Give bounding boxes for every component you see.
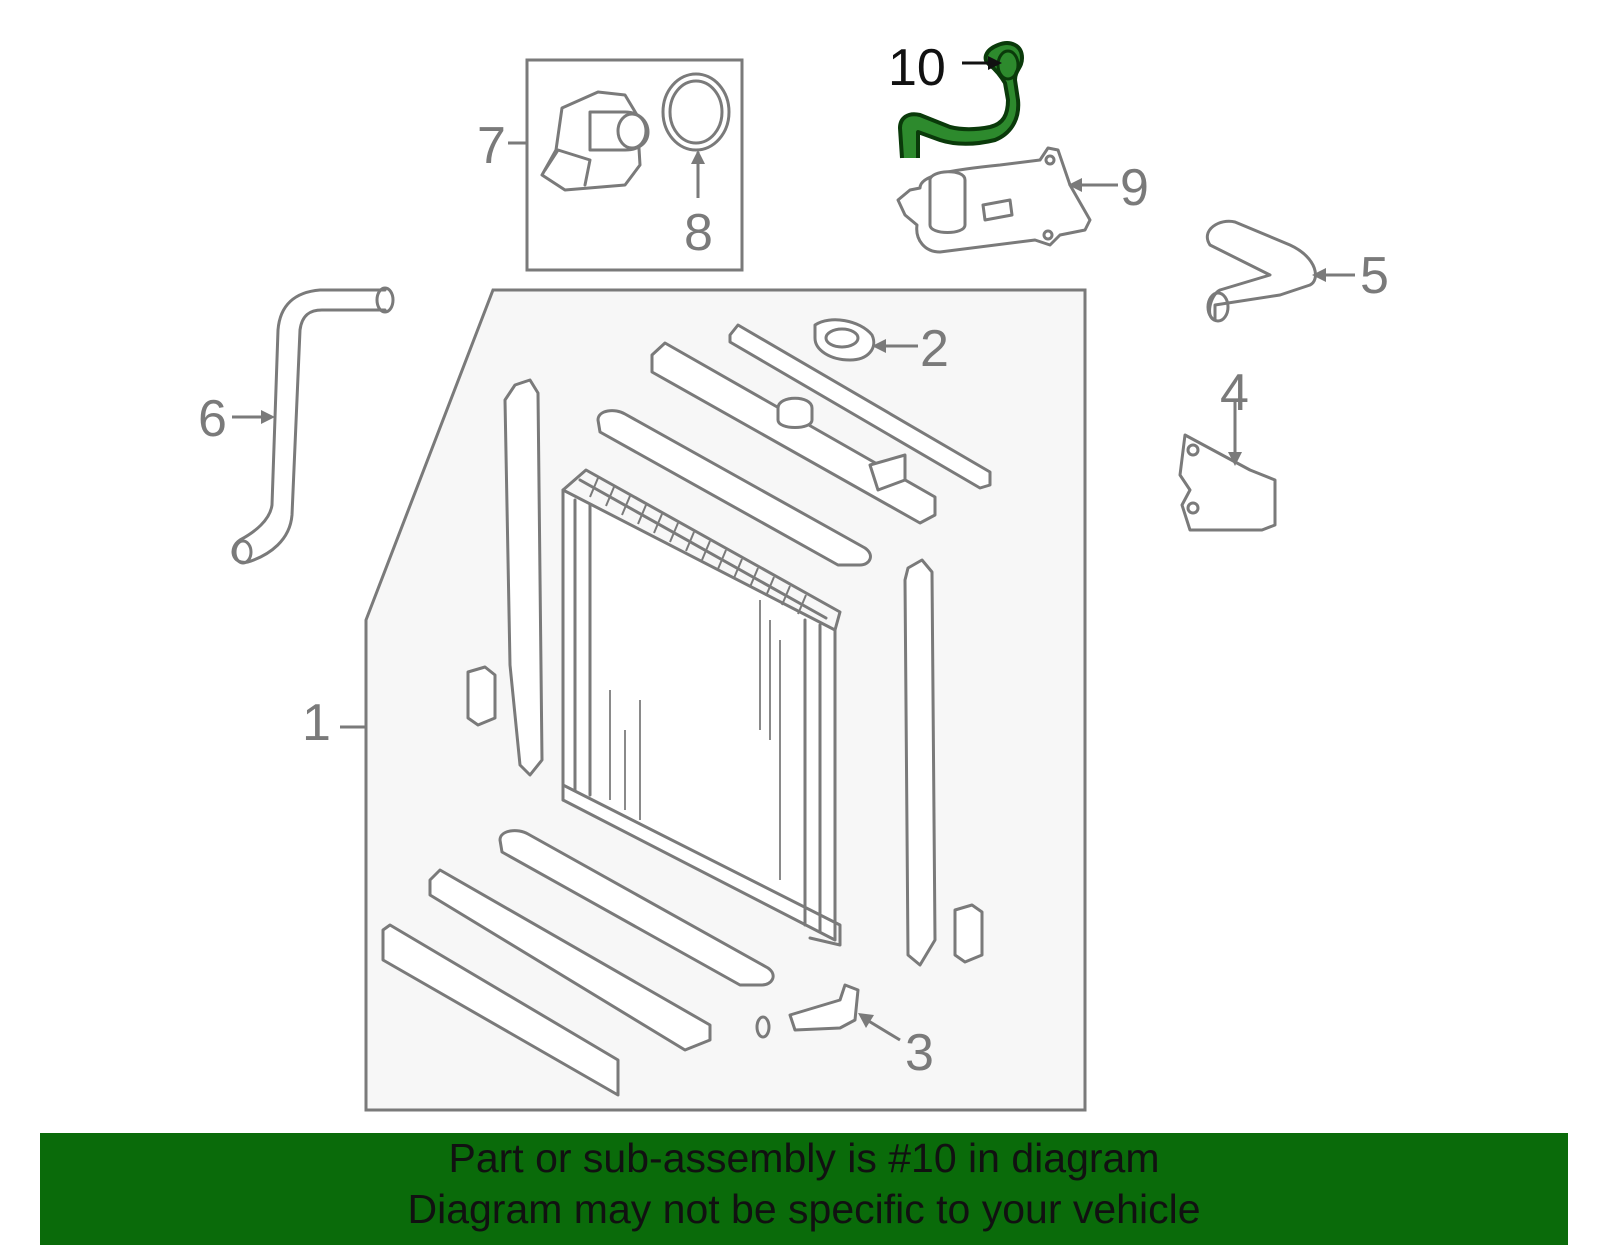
banner-line-2: Diagram may not be specific to your vehi… [407, 1186, 1201, 1232]
lower-tank [428, 868, 712, 1052]
callout-2-label: 2 [920, 320, 949, 378]
lower-shroud [381, 923, 620, 1097]
callout-4-label: 4 [1220, 364, 1249, 422]
upper-tank [650, 341, 937, 525]
upper-hose: 6 [198, 286, 395, 565]
banner-background [40, 1133, 1568, 1245]
radiator-cap: 2 [813, 318, 949, 378]
bypass-hose-highlight: 10 [888, 39, 1024, 159]
banner-line-1: Part or sub-assembly is #10 in diagram [448, 1135, 1160, 1181]
callout-8-label: 8 [684, 204, 713, 262]
thermostat-gasket: 8 [661, 72, 731, 262]
thermostat-box: 7 8 [477, 58, 744, 272]
water-outlet: 9 [896, 146, 1149, 254]
info-banner: Part or sub-assembly is #10 in diagram D… [40, 1133, 1568, 1245]
lower-hose: 5 [1206, 219, 1389, 323]
rubber-block-left [466, 665, 497, 727]
seal-strip-top [728, 323, 992, 490]
left-side-support [503, 378, 544, 777]
seal-strip-lower [498, 829, 775, 987]
right-side-support [903, 558, 937, 967]
callout-1-label: 1 [302, 694, 331, 752]
rubber-block-right [953, 903, 984, 964]
callout-6-label: 6 [198, 390, 227, 448]
callout-9-label: 9 [1120, 159, 1149, 217]
callout-3-label: 3 [905, 1024, 934, 1082]
callout-7-label: 7 [477, 117, 506, 175]
bracket: 4 [1178, 364, 1277, 532]
seal-strip-upper [596, 409, 872, 567]
callout-5-label: 5 [1360, 247, 1389, 305]
thermostat-housing [540, 90, 650, 192]
drain-cock: 3 [755, 983, 934, 1082]
callout-10-label: 10 [888, 39, 946, 97]
radiator-core [561, 468, 842, 947]
